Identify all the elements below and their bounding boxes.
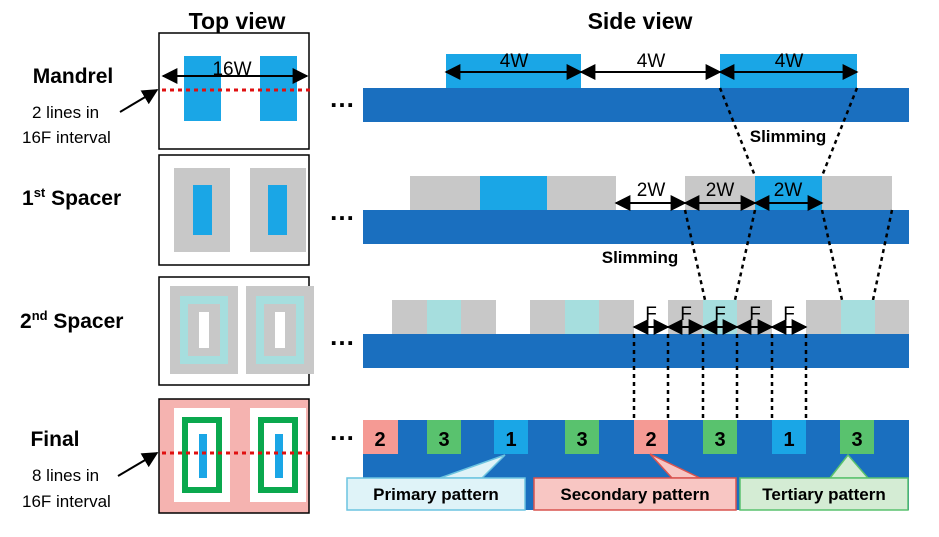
final-line-number: 3	[714, 429, 725, 451]
substrate	[363, 334, 909, 368]
dim-mandrel-label: 4W	[775, 51, 804, 72]
primary-line	[494, 420, 528, 454]
tertiary-callout-label: Tertiary pattern	[762, 485, 885, 504]
dim-spacer2-label: F	[749, 304, 761, 325]
dim-spacer2-label: F	[714, 304, 726, 325]
row-label-spacer2: 2nd Spacer	[20, 308, 123, 333]
final-line-number: st	[34, 185, 46, 200]
ellipsis: …	[329, 83, 355, 113]
substrate	[363, 210, 909, 244]
final-line-number: 3	[438, 429, 449, 451]
tertiary-callout	[739, 477, 909, 511]
tertiary-line	[565, 420, 599, 454]
final-note-arrow	[117, 452, 159, 477]
final-line-number: 1	[505, 429, 516, 451]
row-label-final: Final	[30, 428, 79, 451]
final-line-number: 1	[783, 429, 794, 451]
ellipsis: …	[329, 321, 355, 351]
final-top-view	[158, 398, 312, 514]
tertiary-line	[840, 420, 874, 454]
final-line-number: 2	[374, 429, 385, 451]
dim-spacer2-label: F	[783, 304, 795, 325]
slimming-label: Slimming	[750, 127, 827, 146]
dim-mandrel-label: 4W	[637, 51, 666, 72]
final-line-number: 3	[851, 429, 862, 451]
mandrel-note-line1: 2 lines in	[32, 103, 99, 122]
final-line-number: 1	[22, 187, 34, 210]
side-view-heading: Side view	[588, 8, 693, 34]
top-view-heading: Top view	[189, 8, 286, 34]
tertiary-line	[427, 420, 461, 454]
secondary-line	[363, 420, 398, 454]
dim-16w-label: 16W	[212, 59, 251, 80]
final-line-number: 3	[576, 429, 587, 451]
secondary-callout-label: Secondary pattern	[560, 485, 709, 504]
dim-spacer1-label: 2W	[774, 180, 803, 201]
final-side-view: 2 3 1 3 2 3 1 3 Primary pattern Secondar…	[346, 420, 909, 511]
final-line-number: Spacer	[48, 310, 124, 333]
final-line-number: 2	[20, 310, 32, 333]
spacer1-top-view	[158, 154, 310, 266]
row-label-mandrel: Mandrel	[33, 65, 114, 88]
secondary-callout	[533, 477, 737, 511]
final-line-number: 2	[645, 429, 656, 451]
spacer2-side-view: F F F F F	[363, 300, 909, 420]
row-label-spacer1: 1st Spacer	[22, 185, 121, 210]
final-note-line1: 8 lines in	[32, 466, 99, 485]
mandrel-top-view: 16W	[158, 32, 312, 150]
spacer2-top-view	[158, 276, 314, 386]
mandrel-note-arrow	[119, 89, 159, 113]
ellipsis: …	[329, 416, 355, 446]
dim-spacer2-label: F	[645, 304, 657, 325]
secondary-line	[634, 420, 668, 454]
mandrel-note-line2: 16F interval	[22, 128, 111, 147]
spacer1-side-view: 2W 2W 2W Slimming	[363, 176, 909, 301]
substrate	[363, 88, 909, 122]
final-line-number: nd	[32, 308, 48, 323]
final-note-line2: 16F interval	[22, 492, 111, 511]
final-line-number: Spacer	[45, 187, 121, 210]
dim-spacer1-label: 2W	[637, 180, 666, 201]
dim-mandrel-label: 4W	[500, 51, 529, 72]
slimming-label: Slimming	[602, 248, 679, 267]
primary-callout	[346, 477, 526, 511]
dim-spacer1-label: 2W	[706, 180, 735, 201]
tertiary-line	[703, 420, 737, 454]
ellipsis: …	[329, 196, 355, 226]
mandrel-side-view: 4W 4W 4W Slimming	[363, 51, 909, 177]
primary-callout-label: Primary pattern	[373, 485, 499, 504]
dim-spacer2-label: F	[680, 304, 692, 325]
primary-line	[772, 420, 806, 454]
